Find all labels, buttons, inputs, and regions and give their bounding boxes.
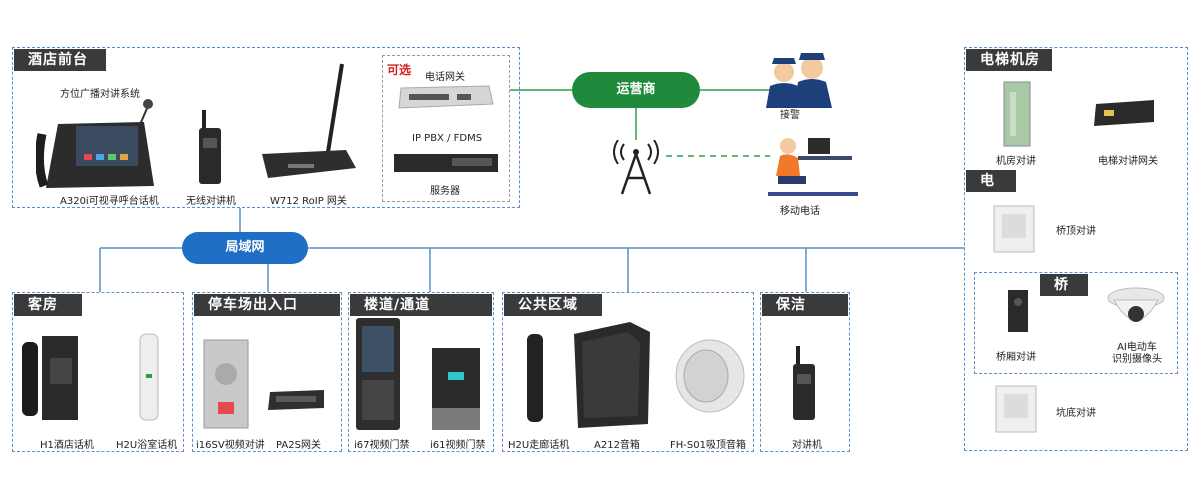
desk-video-phone-label: A320i可视寻呼台话机 <box>60 196 159 207</box>
access-control-i67-icon <box>356 318 400 430</box>
cell-tower-icon <box>613 140 659 195</box>
broadcast-system-label: 方位广播对讲系统 <box>60 89 140 100</box>
public-area-device-1: A212音箱 <box>594 440 640 451</box>
corridor-device-1: i61视频门禁 <box>430 440 486 451</box>
public-area-device-0: H2U走廊话机 <box>508 440 570 451</box>
elevator-room-device-0: 机房对讲 <box>996 156 1036 167</box>
corridor-title: 楼道/通道 <box>350 294 492 316</box>
ceiling-speaker-icon <box>675 339 745 413</box>
parking-device-1: PA2S网关 <box>276 440 321 451</box>
lan-pill: 局域网 <box>182 232 308 264</box>
public-area-device-2: FH-S01吸顶音箱 <box>670 440 746 451</box>
car-intercom-icon <box>1008 290 1028 332</box>
pit-intercom-label: 坑底对讲 <box>1056 408 1096 419</box>
carrier-pill: 运营商 <box>572 72 700 108</box>
cleaning-title: 保洁 <box>762 294 848 316</box>
corridor-phone-icon <box>527 334 543 422</box>
cleaning-box <box>760 292 850 452</box>
cleaning-walkie-talkie-icon <box>793 346 815 420</box>
access-control-i61-icon <box>432 348 480 430</box>
phone-gateway-label: 电话网关 <box>425 72 465 83</box>
car-roof-intercom-icon <box>993 205 1035 253</box>
mobile-user-icon <box>768 138 858 196</box>
ai-camera-label: AI电动车 识别摄像头 <box>1112 342 1162 365</box>
front-desk-box <box>12 47 520 208</box>
roip-gateway-icon <box>262 63 356 178</box>
cleaning-device-0: 对讲机 <box>792 440 822 451</box>
car-title: 桥厢 <box>1040 274 1088 315</box>
car-intercom-label: 桥厢对讲 <box>996 352 1036 363</box>
speaker-a212-icon <box>574 322 650 428</box>
car-box <box>974 272 1178 374</box>
guest-room-title: 客房 <box>14 294 82 316</box>
server-icon <box>394 154 498 172</box>
public-area-title: 公共区域 <box>504 294 602 316</box>
desk-video-phone-icon <box>36 99 154 188</box>
optional-tag: 可选 <box>387 63 412 77</box>
phone-gateway-icon <box>398 85 494 109</box>
guest-room-device-0: H1酒店话机 <box>40 440 94 451</box>
hotel-phone-icon <box>22 336 78 420</box>
video-intercom-icon <box>203 339 249 429</box>
pit-intercom-icon <box>995 385 1037 433</box>
front-desk-title: 酒店前台 <box>14 49 106 71</box>
public-area-box <box>502 292 754 452</box>
elevator-title: 电梯 <box>966 170 1016 211</box>
pa-gateway-icon <box>268 390 324 410</box>
pbx-label: IP PBX / FDMS <box>412 133 483 144</box>
parking-title: 停车场出入口 <box>194 294 340 316</box>
corridor-box <box>348 292 494 452</box>
parking-box <box>192 292 342 452</box>
elevator-room-title: 电梯机房 <box>966 49 1052 71</box>
guest-room-box <box>12 292 184 452</box>
elevator-room-device-1: 电梯对讲网关 <box>1098 156 1158 167</box>
server-label: 服务器 <box>430 186 460 197</box>
corridor-device-0: i67视频门禁 <box>354 440 410 451</box>
police-officers-icon <box>766 53 832 108</box>
elevator-system-box <box>964 47 1188 451</box>
optional-box <box>382 55 510 202</box>
machine-room-intercom-icon <box>1003 81 1031 147</box>
walkie-talkie-icon <box>199 110 221 184</box>
elevator-intercom-gateway-icon <box>1094 100 1154 126</box>
mobile-label: 移动电话 <box>780 206 820 217</box>
roip-gateway-label: W712 RoIP 网关 <box>270 196 347 207</box>
bathroom-phone-icon <box>139 333 159 421</box>
police-label: 接警 <box>780 110 800 121</box>
guest-room-device-1: H2U浴室话机 <box>116 440 178 451</box>
ai-camera-icon <box>1107 287 1165 322</box>
walkie-talkie-label: 无线对讲机 <box>186 196 236 207</box>
roof-intercom-label: 桥顶对讲 <box>1056 226 1096 237</box>
parking-device-0: i16SV视频对讲 <box>196 440 265 451</box>
